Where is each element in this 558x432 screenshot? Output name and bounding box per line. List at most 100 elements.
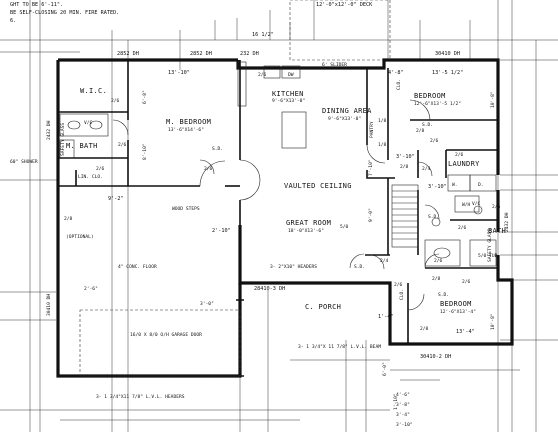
dim-wic-depth: 6'-8": [142, 90, 148, 104]
door-tag: 2/4: [380, 258, 389, 264]
door-tag: 2/6: [462, 279, 471, 285]
interior-dimensions: 13'-10" 9'-2" 2'-10" 13'-5 1/2" 4'-8" 3'…: [84, 70, 475, 428]
sink-left: [67, 120, 81, 130]
label-pantry: PANTRY: [369, 121, 375, 138]
label-lvl-headers: 3- 1 3/4"X11 7/8" L.V.L. HEADERS: [96, 394, 185, 400]
dim-top-16half: 16 1/2": [252, 32, 274, 38]
room-dining-size: 9'-6"X13'-0": [328, 116, 361, 122]
room-laundry: LAUNDRY: [448, 160, 480, 168]
label-sd-4: S.D.: [438, 292, 449, 298]
dim-right-window: 2432 DH: [504, 212, 510, 232]
door-tag: 2/8: [432, 276, 441, 282]
counter: [237, 61, 247, 107]
room-m-bath: M. BATH: [66, 142, 98, 150]
label-headers: 3- 2"X10" HEADERS: [270, 264, 317, 270]
garage-door: [79, 309, 241, 377]
label-conc-floor: 4" CONC. FLOOR: [118, 264, 157, 270]
note-line-3: 6.: [10, 18, 16, 24]
dim-9-0: 9'-0": [368, 208, 374, 222]
room-m-bedroom: M. BEDROOM: [166, 118, 211, 126]
dim-bed2-depth: 10'-8": [490, 313, 496, 330]
room-vaulted: VAULTED CEILING: [284, 182, 352, 190]
dim-bed-width: 13'-5 1/2": [432, 70, 463, 76]
dim-top-3: 232 DH: [240, 51, 259, 57]
room-great-room-size: 18'-0"X13'-6": [288, 228, 324, 234]
interior-walls: [58, 60, 498, 344]
room-bedroom-1: BEDROOM: [414, 92, 446, 100]
label-optional: (OPTIONAL): [66, 234, 94, 240]
exterior-walls: [56, 58, 514, 378]
washer: [447, 174, 471, 192]
dim-4-6: 4'-6": [396, 392, 410, 398]
top-dimensions: 2852 DH 2852 DH 232 DH 16 1/2" 30410 DH: [117, 32, 460, 57]
dim-4-8: 4'-8": [388, 70, 404, 76]
dim-top-1: 2852 DH: [117, 51, 139, 57]
label-wh: W/H: [462, 202, 471, 208]
dim-mbed-width: 13'-10": [168, 70, 190, 76]
label-sd-1: S.D.: [212, 146, 223, 152]
door-tag: 2/6: [118, 142, 127, 148]
dim-3-10a: 3'-10": [396, 154, 415, 160]
deck: 12'-0"x12'-0" DECK: [289, 0, 391, 61]
door-tag: 2/8: [400, 164, 409, 170]
label-vc: V/C: [472, 201, 481, 207]
shower: [59, 139, 75, 159]
room-great-room: GREAT ROOM: [286, 219, 331, 227]
dim-3-10b: 3'-10": [428, 184, 447, 190]
fixtures: [59, 61, 497, 267]
dim-garage-width: 9'-2": [108, 196, 124, 202]
door-tag: 1/8: [378, 118, 387, 124]
kitchen-sink: [263, 65, 281, 79]
dim-bed2-width: 13'-4": [456, 329, 475, 335]
label-clo-2: CLO.: [399, 289, 405, 300]
stair[interactable]: [391, 184, 419, 248]
door-tag: 2/6: [430, 138, 439, 144]
room-bedroom-2: BEDROOM: [440, 300, 472, 308]
label-safety-glass-left: SAFETY GLASS: [60, 123, 66, 156]
label-lin-clo: LIN. CLO.: [78, 174, 103, 180]
door-tag: 1/8: [378, 142, 387, 148]
door-tag: 2/6: [394, 282, 403, 288]
misc-labels: 60" SHOWER LIN. CLO. (OPTIONAL) 4" CONC.…: [10, 62, 498, 400]
door-tags: 2/6 2/6 2/6 2/6 2/8 1/8 1/8 2/8 2/6 2/8 …: [64, 72, 501, 332]
label-w: W.: [452, 182, 458, 188]
label-sd-5: S.D.: [354, 264, 365, 270]
room-c-porch: C. PORCH: [305, 303, 341, 311]
vanity: [59, 113, 109, 137]
room-wic: W.I.C.: [80, 87, 107, 95]
dim-3-4: 3'-4": [396, 412, 410, 418]
door-tag: 2/8: [416, 128, 425, 134]
laundry-sink: [454, 195, 480, 213]
door-tag: 2/6: [434, 258, 443, 264]
label-dw: DW: [288, 72, 294, 78]
door-tag: 2/6: [96, 166, 105, 172]
bath-vanity: [424, 239, 461, 267]
door-tag: 2/6: [204, 166, 213, 172]
dim-1-4: 1'-4": [378, 314, 394, 320]
dim-3-0: 3'-0": [200, 301, 214, 307]
label-clo-1: CLO.: [396, 79, 402, 90]
dim-bottom-window: 30410-2 DH: [420, 354, 451, 360]
dim-porch-window: 28410-3 DH: [254, 286, 285, 292]
dim-left-window-2: 30410 DH: [46, 294, 52, 316]
dim-3-10c: 3'-10": [396, 422, 413, 428]
door-tag: 2/6: [455, 152, 464, 158]
dim-mbed-depth: 8'-10": [142, 143, 148, 160]
room-labels: W.I.C. M. BATH M. BEDROOM 13'-6"X14'-6" …: [66, 87, 506, 315]
door-tag: 2/6: [492, 204, 501, 210]
room-kitchen: KITCHEN: [272, 90, 304, 98]
label-garage-door: 16/0 X 8/0 O/H GARAGE DOOR: [130, 332, 202, 338]
label-tub: 5/0 TUB: [478, 253, 498, 259]
label-slider: 6' SLIDER: [322, 62, 347, 68]
dim-7-10: 7'-10": [368, 159, 374, 176]
label-safety-glass-right: SAFETY GLASS: [487, 229, 493, 262]
dim-1-10: 1'-10": [393, 393, 399, 410]
room-kitchen-size: 9'-6"X13'-0": [272, 98, 305, 104]
dim-3-8: 3'-8": [396, 402, 410, 408]
label-wood-steps: WOOD STEPS: [172, 206, 200, 212]
room-bedroom-1-size: 12'-6"X13'-5 1/2": [414, 101, 461, 107]
sink-right: [89, 120, 103, 130]
dim-6-0: 6'-0": [382, 362, 388, 376]
